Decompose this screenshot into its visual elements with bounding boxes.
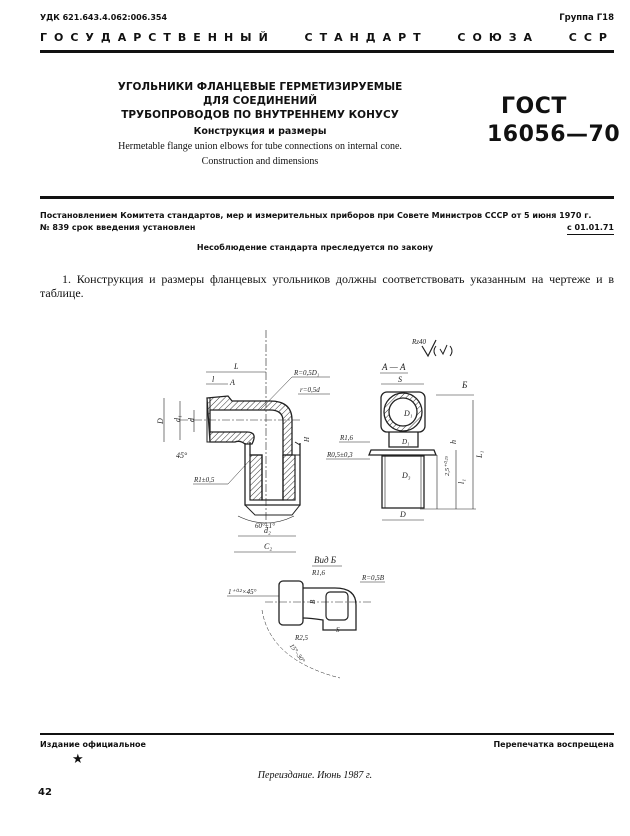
svg-text:60°±1°: 60°±1°	[255, 522, 275, 530]
gost-number-block: ГОСТ 16056—70	[487, 93, 620, 149]
svg-text:R1±0,5: R1±0,5	[193, 476, 215, 484]
page-number: 42	[38, 787, 52, 798]
svg-text:l: l	[212, 375, 215, 384]
svg-text:2,5⁺⁰·²⁵: 2,5⁺⁰·²⁵	[444, 455, 451, 476]
svg-text:D: D	[399, 510, 406, 519]
decree-line: Постановлением Комитета стандартов, мер …	[40, 211, 592, 220]
section-a-a: А — А S D₁ D₁ D₃ D R1,6 R0,5±0,3 Б L₁ l₁…	[326, 362, 484, 521]
banner-word: СТАНДАРТ	[304, 31, 428, 44]
svg-text:S: S	[398, 375, 402, 384]
svg-text:A: A	[229, 378, 235, 387]
title-line: УГОЛЬНИКИ ФЛАНЦЕВЫЕ ГЕРМЕТИЗИРУЕМЫЕ	[117, 81, 403, 93]
paragraph-1: 1. Конструкция и размеры фланцевых уголь…	[40, 272, 614, 300]
elbow-main-view: L l A D d₁ d 45° R1±0,5 R=0,5D₁ r=0,5d H…	[156, 330, 330, 553]
header-rule	[40, 50, 614, 53]
svg-text:S: S	[336, 626, 340, 634]
technical-drawing: Rz40 L l A D d₁ d 45° R1±0,5	[156, 330, 484, 679]
subtitle: Конструкция и размеры	[193, 126, 327, 137]
title-block: УГОЛЬНИКИ ФЛАНЦЕВЫЕ ГЕРМЕТИЗИРУЕМЫЕ ДЛЯ …	[100, 80, 420, 167]
svg-text:R=0,5B: R=0,5B	[361, 574, 385, 582]
svg-text:r=0,5d: r=0,5d	[300, 386, 320, 394]
english-title: Hermetable flange union elbows for tube …	[118, 141, 402, 152]
svg-text:d₁: d₁	[173, 415, 182, 422]
svg-text:45°: 45°	[176, 451, 188, 460]
decree-block: Постановлением Комитета стандартов, мер …	[40, 210, 614, 235]
udk-code: УДК 621.643.4.062:006.354	[40, 13, 168, 22]
svg-text:B: B	[309, 599, 317, 604]
svg-text:R0,5±0,3: R0,5±0,3	[326, 451, 353, 459]
svg-text:1⁺⁰·²×45°: 1⁺⁰·²×45°	[228, 588, 257, 596]
svg-text:Б: Б	[461, 380, 468, 390]
svg-text:R=0,5D₁: R=0,5D₁	[293, 369, 319, 377]
gost-number: 16056—70	[487, 122, 621, 147]
svg-text:C₂: C₂	[264, 542, 272, 551]
svg-text:D₃: D₃	[401, 471, 411, 480]
svg-text:15°–30°: 15°–30°	[288, 643, 306, 665]
svg-text:h: h	[449, 440, 458, 444]
svg-text:D₁: D₁	[403, 409, 413, 418]
reissue-note: Переиздание. Июнь 1987 г.	[257, 770, 373, 781]
view-b: Вид Б R1,6 1⁺⁰·²×45° R=0,5B B R2,5 S 15°…	[227, 555, 385, 679]
svg-text:R2,5: R2,5	[294, 634, 309, 642]
svg-text:d: d	[187, 417, 196, 422]
svg-text:R1,6: R1,6	[339, 434, 354, 442]
state-standard-banner: ГОСУДАРСТВЕННЫЙ СТАНДАРТ СОЮЗА ССР	[40, 31, 614, 44]
law-notice: Несоблюдение стандарта преследуется по з…	[196, 243, 434, 252]
reprint-prohibited: Перепечатка воспрещена	[493, 740, 614, 749]
banner-word: ССР	[568, 31, 614, 44]
effective-date: с 01.01.71	[566, 222, 614, 235]
banner-word: ГОСУДАРСТВЕННЫЙ	[40, 31, 275, 44]
title-rule	[40, 196, 614, 199]
svg-text:D₁: D₁	[401, 438, 410, 446]
banner-word: СОЮЗА	[457, 31, 540, 44]
footer-rule	[40, 733, 614, 735]
official-edition: Издание официальное	[40, 740, 146, 749]
svg-text:D: D	[156, 418, 165, 425]
svg-text:Rz40: Rz40	[411, 338, 427, 346]
gost-label: ГОСТ	[501, 94, 567, 119]
title-line: ДЛЯ СОЕДИНЕНИЙ	[202, 95, 318, 107]
svg-text:R1,6: R1,6	[311, 569, 326, 577]
title-line: ТРУБОПРОВОДОВ ПО ВНУТРЕННЕМУ КОНУСУ	[121, 109, 399, 121]
english-subtitle: Construction and dimensions	[201, 156, 319, 167]
svg-text:H: H	[303, 436, 311, 443]
svg-text:d₂: d₂	[264, 526, 271, 535]
star-icon: ★	[72, 752, 84, 767]
roughness-symbol: Rz40	[411, 338, 453, 358]
svg-text:l₁: l₁	[457, 479, 466, 484]
svg-text:А — А: А — А	[381, 362, 406, 372]
group-code: Группа Г18	[559, 13, 614, 23]
svg-text:Вид Б: Вид Б	[314, 555, 337, 565]
svg-text:L: L	[233, 362, 239, 371]
svg-text:L₁: L₁	[475, 451, 484, 459]
decree-line: № 839 срок введения установлен	[40, 223, 196, 232]
